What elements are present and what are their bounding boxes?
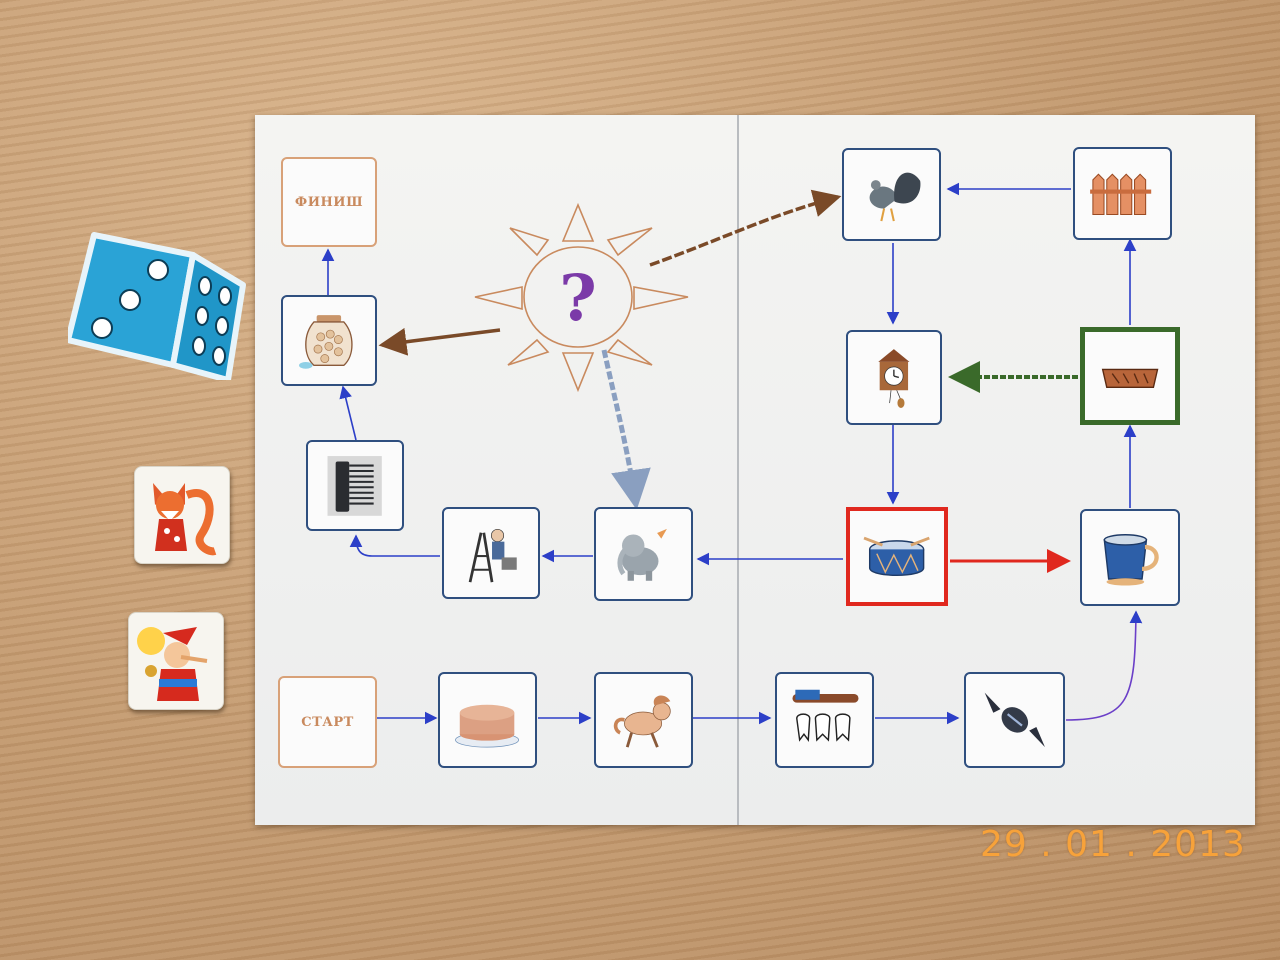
cell-fence[interactable] <box>1073 147 1172 240</box>
die[interactable] <box>68 230 248 380</box>
die-top-pips <box>91 259 169 339</box>
pinocchio-icon <box>137 627 208 701</box>
shortcut-sun-turkey <box>649 189 842 267</box>
painter-ladder-icon <box>469 528 518 583</box>
cell-harmonica[interactable] <box>1080 327 1180 425</box>
fence-icon <box>1090 173 1152 215</box>
toothbrush-teeth-icon <box>792 689 859 743</box>
jar-icon <box>299 314 353 369</box>
cell-finish[interactable]: ФИНИШ <box>281 157 377 247</box>
cell-jar[interactable] <box>281 295 377 386</box>
question-sun <box>474 202 689 393</box>
pancake-stack-icon <box>455 704 520 748</box>
comb-icon <box>327 455 383 516</box>
elephant-toy-icon <box>617 528 668 581</box>
fox-token[interactable] <box>134 466 230 564</box>
board-fold-line <box>737 115 739 825</box>
drum-icon <box>863 536 931 576</box>
cell-pancakes[interactable] <box>438 672 537 768</box>
fox-icon <box>153 483 217 556</box>
cup-icon <box>1103 534 1159 586</box>
cell-turkey[interactable] <box>842 148 941 241</box>
cell-drum[interactable] <box>846 507 948 606</box>
question-mark: ? <box>559 261 597 336</box>
die-side-pips <box>192 276 232 366</box>
arrow-comb-jar <box>339 385 357 441</box>
cell-comb[interactable] <box>306 440 404 531</box>
cell-clock[interactable] <box>846 330 942 425</box>
cell-cup[interactable] <box>1080 509 1180 606</box>
arrow-candy-cup <box>1065 610 1143 721</box>
finish-label: ФИНИШ <box>294 194 364 210</box>
cell-candy[interactable] <box>964 672 1065 768</box>
cell-elephant[interactable] <box>594 507 693 601</box>
cell-painter[interactable] <box>442 507 540 599</box>
date-stamp: 29 . 01 . 2013 <box>980 824 1246 865</box>
shortcut-sun-elephant <box>601 349 651 510</box>
shortcut-sun-jar <box>378 327 501 356</box>
cell-pony[interactable] <box>594 672 693 768</box>
pony-icon <box>614 695 672 748</box>
cell-start[interactable]: СТАРТ <box>278 676 377 768</box>
candy-icon <box>984 692 1045 748</box>
start-label: СТАРТ <box>301 714 354 730</box>
pinocchio-token[interactable] <box>128 612 224 710</box>
cell-toothbrush[interactable] <box>775 672 874 768</box>
harmonica-icon <box>1101 368 1159 388</box>
turkey-icon <box>870 172 921 222</box>
arrow-painter-comb <box>349 534 440 557</box>
cuckoo-clock-icon <box>878 349 910 409</box>
